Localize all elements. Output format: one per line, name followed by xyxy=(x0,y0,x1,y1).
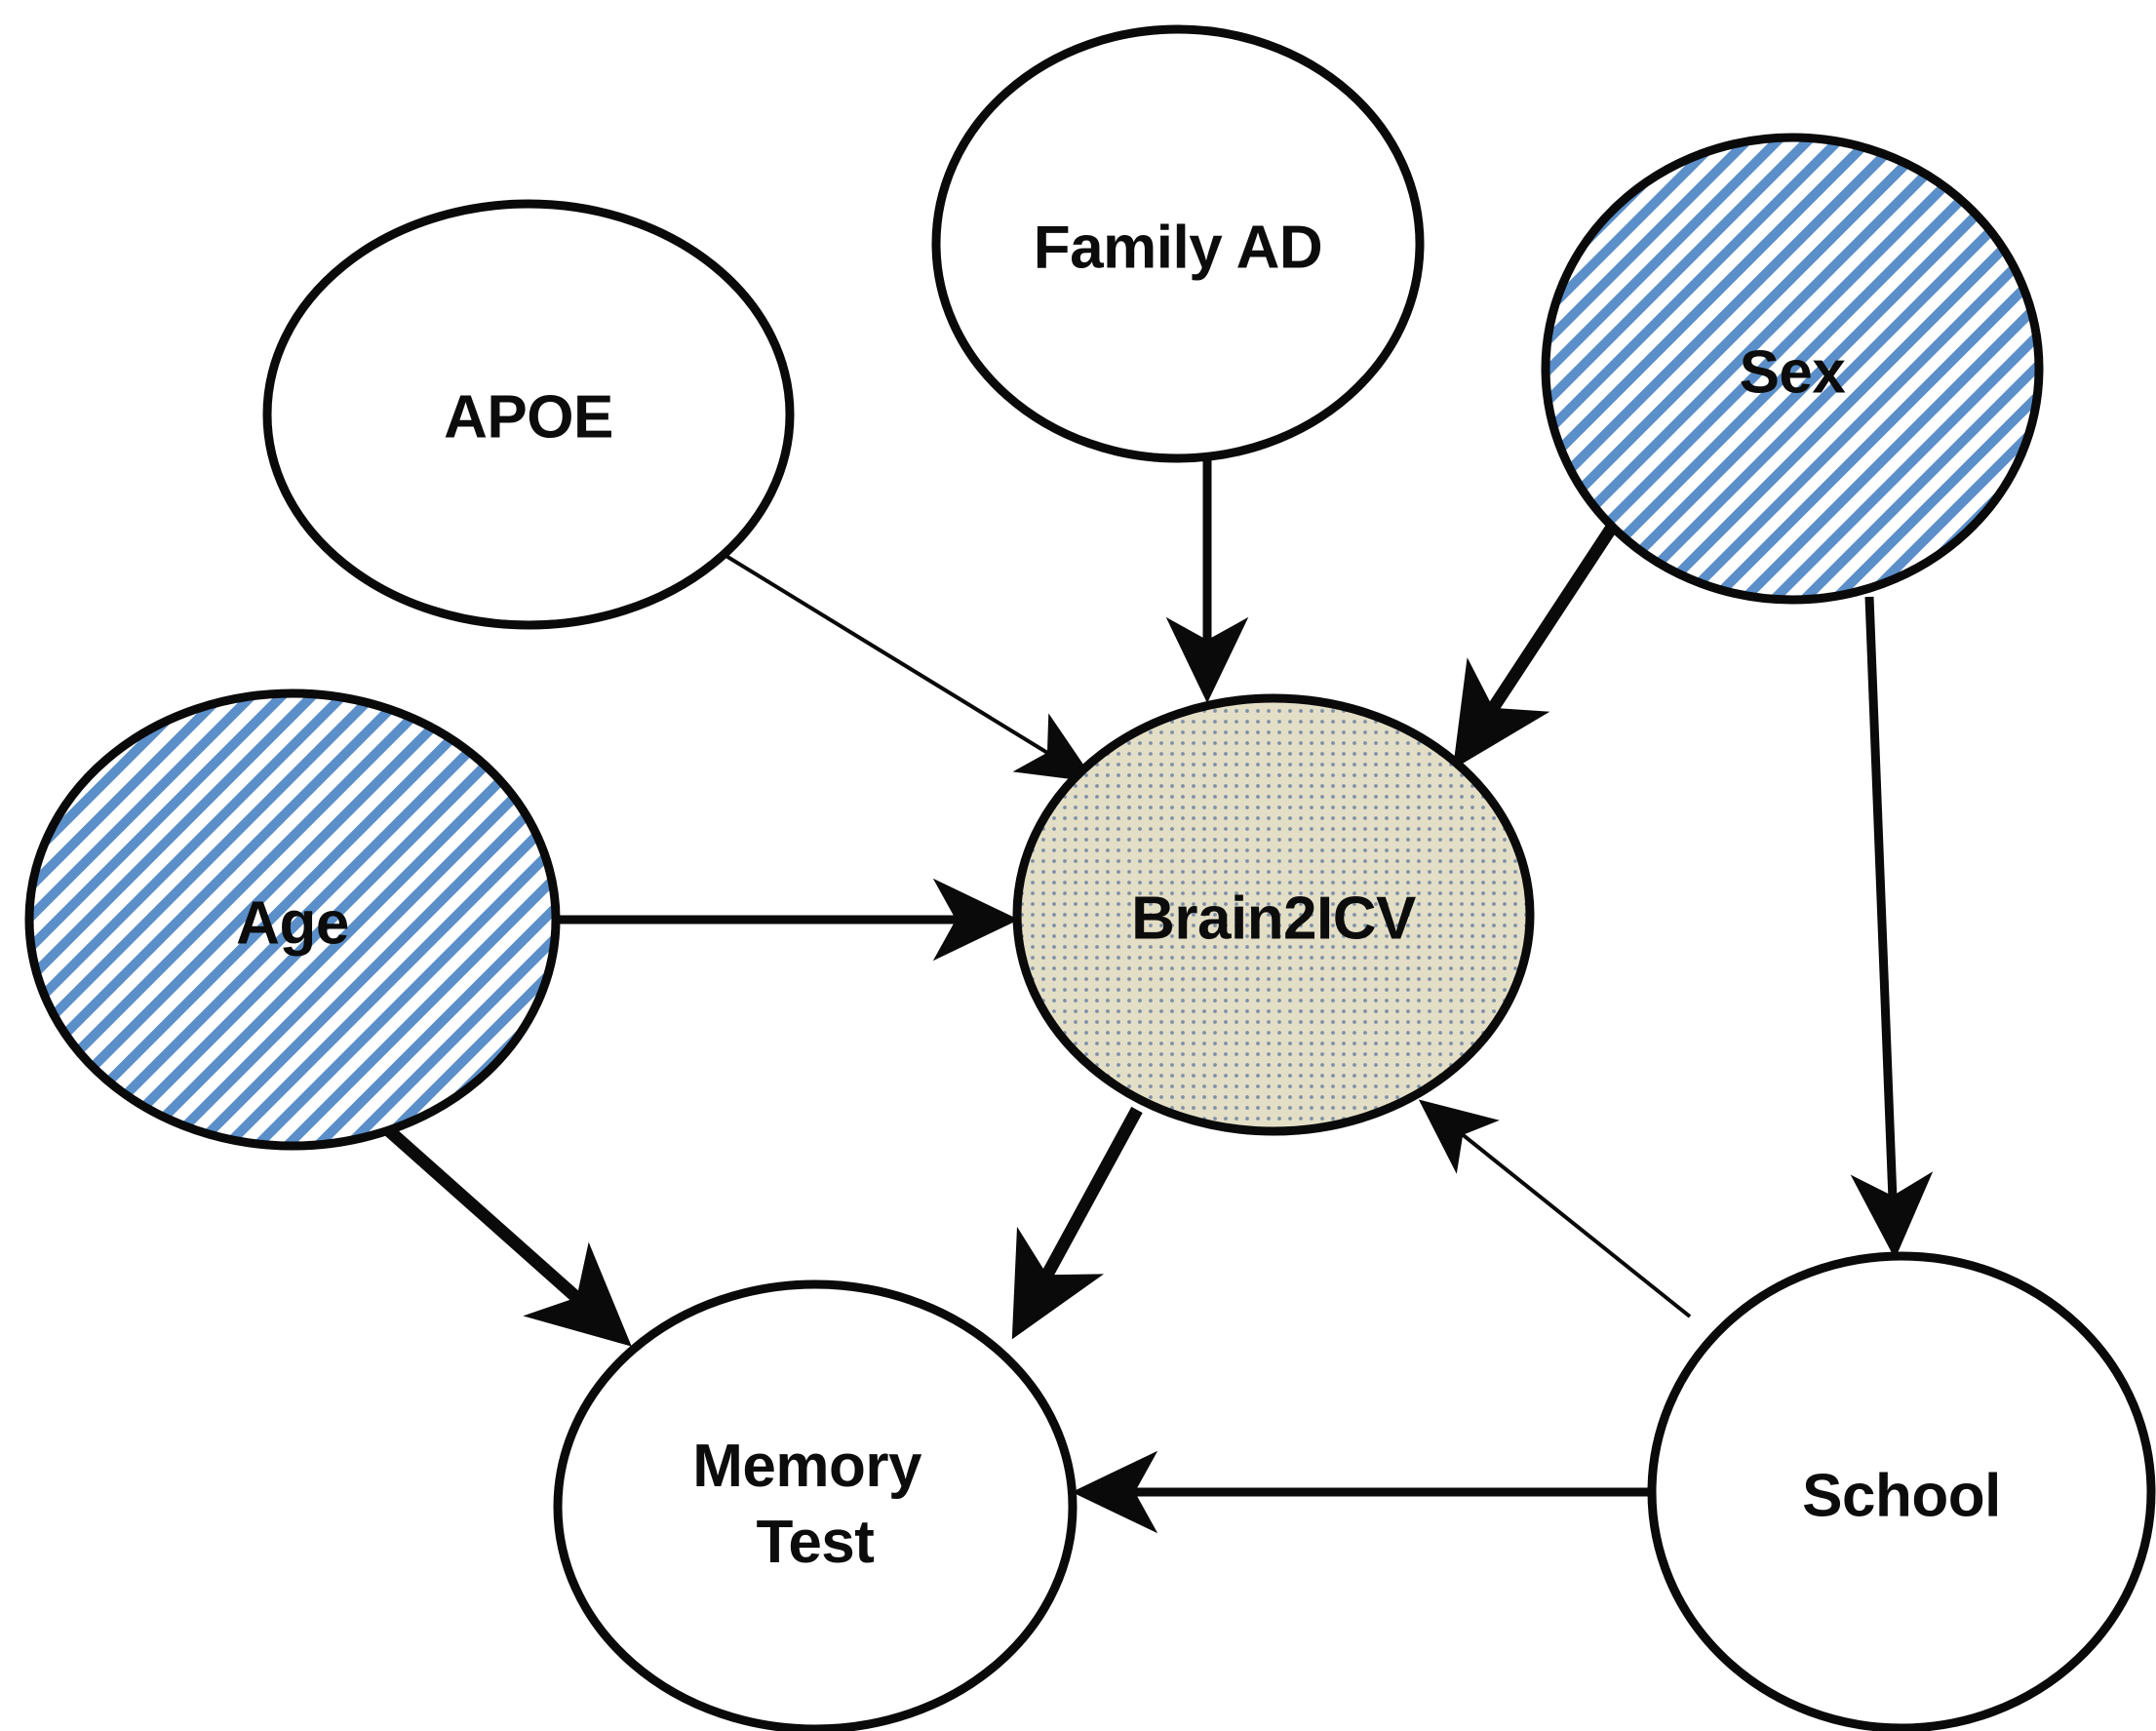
node-layer: APOE Family AD Sex Age Brain2ICV xyxy=(24,24,2156,1731)
edge-brain2icv-to-memory-test xyxy=(1011,1106,1143,1340)
node-age[interactable]: Age xyxy=(24,688,561,1151)
edge-sex-to-school xyxy=(1850,596,1934,1259)
node-brain2icv[interactable]: Brain2ICV xyxy=(1012,693,1535,1136)
node-brain2icv-label: Brain2ICV xyxy=(1131,885,1416,952)
edge-apoe-to-brain2icv xyxy=(718,550,1096,783)
edge-sex-to-brain2icv xyxy=(1452,513,1625,769)
node-age-label: Age xyxy=(236,889,349,957)
node-sex-label: Sex xyxy=(1740,338,1847,406)
node-memory-test[interactable]: Memory Test xyxy=(553,1279,1078,1731)
node-family-ad-label: Family AD xyxy=(1034,214,1322,281)
node-school-shape[interactable] xyxy=(1647,1251,2156,1731)
node-family-ad[interactable]: Family AD xyxy=(931,24,1425,463)
node-apoe-shape[interactable] xyxy=(262,199,795,630)
node-memory-test-label: Memory Test xyxy=(692,1433,937,1576)
node-memory-test-label-line-2: Test xyxy=(757,1509,875,1576)
node-sex-shape[interactable] xyxy=(1541,133,2044,605)
edge-age-to-memory-test xyxy=(372,1115,632,1347)
node-apoe-label: APOE xyxy=(444,383,613,451)
node-brain2icv-shape[interactable] xyxy=(1012,693,1535,1136)
node-school-label: School xyxy=(1802,1462,2001,1529)
node-memory-test-shape[interactable] xyxy=(553,1279,1078,1731)
edge-layer xyxy=(372,458,1934,1534)
node-school[interactable]: School xyxy=(1647,1251,2156,1731)
node-apoe[interactable]: APOE xyxy=(262,199,795,630)
edge-school-to-brain2icv xyxy=(1418,1099,1692,1318)
node-sex[interactable]: Sex xyxy=(1541,133,2044,605)
node-memory-test-label-line-1: Memory xyxy=(692,1433,922,1500)
node-age-shape[interactable] xyxy=(24,688,561,1151)
node-family-ad-shape[interactable] xyxy=(931,24,1425,463)
